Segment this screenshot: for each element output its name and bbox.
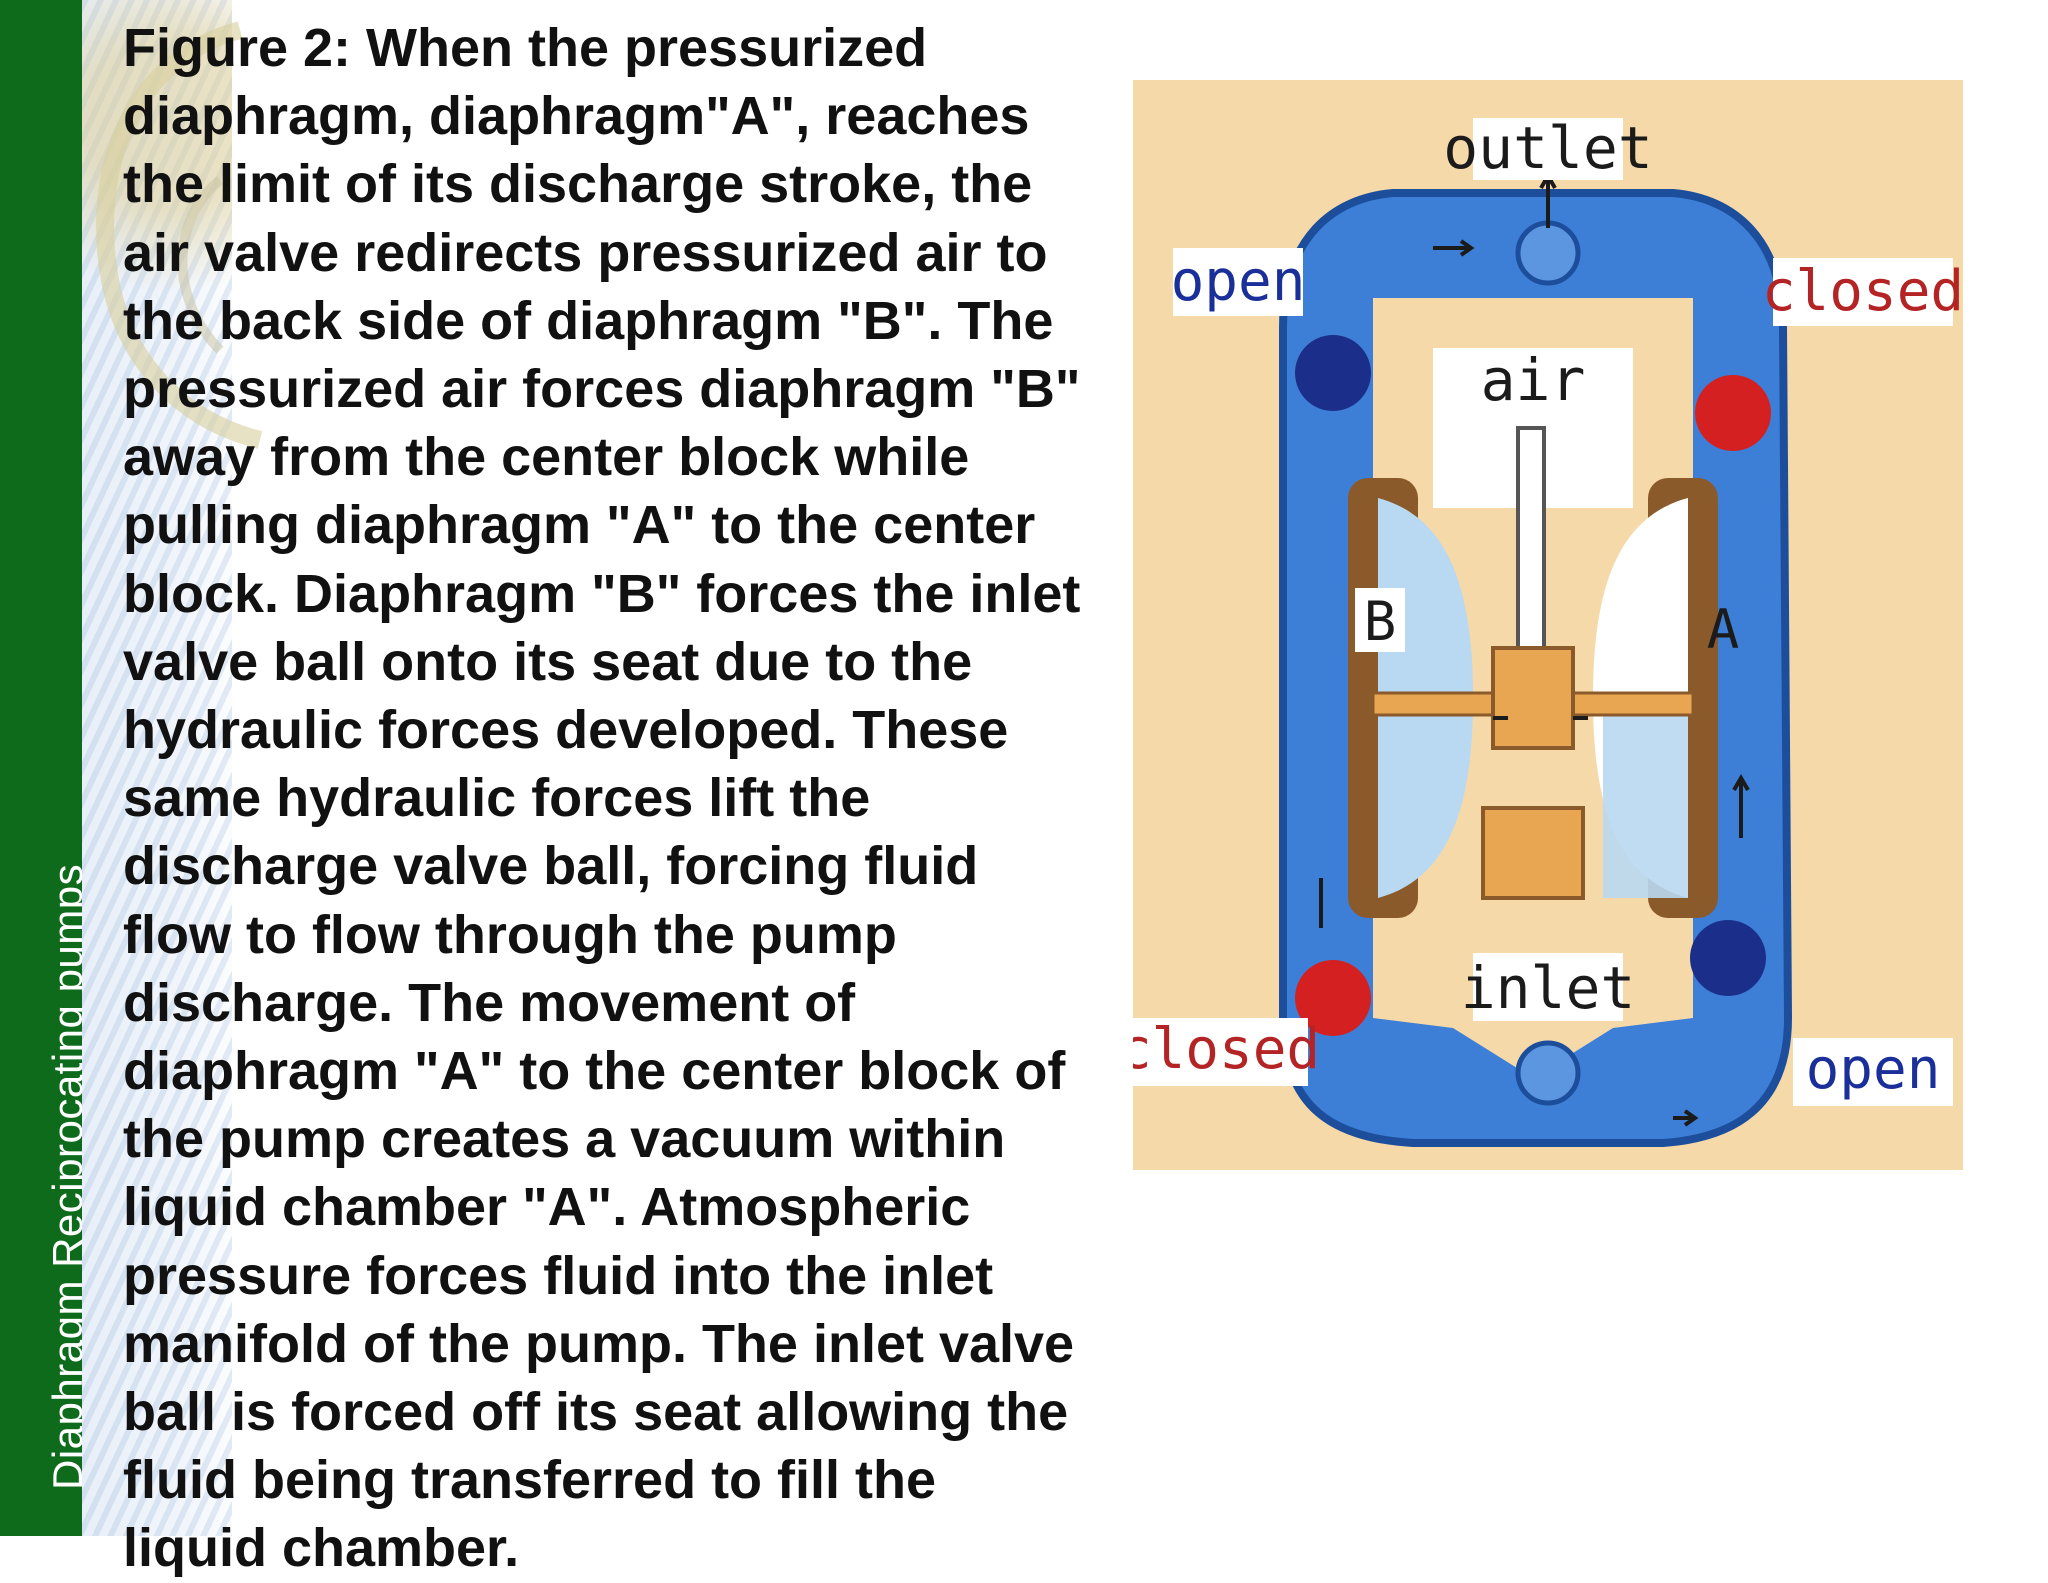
center-block-lower <box>1481 806 1585 900</box>
open-top-label: open <box>1171 249 1306 314</box>
decorative-swoosh <box>96 21 263 449</box>
air-label: air <box>1481 346 1586 414</box>
diaphragm-pump-diagram: outlet air inlet open closed closed open… <box>1133 80 1963 1170</box>
open-bottom-label: open <box>1806 1037 1941 1102</box>
inlet-label-bg <box>1473 953 1623 1021</box>
center-block-upper <box>1491 646 1575 750</box>
outlet-port <box>1515 220 1581 286</box>
side-bar <box>0 0 82 1536</box>
chamber-b-label: B <box>1364 590 1397 653</box>
closed-bottom-label-bg <box>1133 1018 1308 1086</box>
chamber-b-label-bg <box>1355 588 1405 652</box>
open-top-label-bg <box>1173 248 1303 316</box>
open-bottom-label-bg <box>1793 1038 1953 1106</box>
figure-description: Figure 2: When the pressurized diaphragm… <box>123 18 1081 1579</box>
outlet-label: outlet <box>1443 114 1653 182</box>
inlet-label: inlet <box>1461 954 1636 1022</box>
ball-bottom-left-closed <box>1295 960 1371 1036</box>
inlet-port <box>1515 1040 1581 1106</box>
air-label-bg <box>1488 348 1578 418</box>
closed-top-label-bg <box>1773 258 1953 326</box>
closed-bottom-label: closed <box>1133 1017 1320 1082</box>
chamber-a-label: A <box>1707 598 1740 661</box>
ball-bottom-right-open <box>1690 920 1766 996</box>
flow-arrows <box>1319 172 1750 1127</box>
outlet-label-bg <box>1473 118 1623 180</box>
ball-top-right-closed <box>1695 375 1771 451</box>
ball-top-left-open <box>1295 335 1371 411</box>
closed-top-label: closed <box>1762 259 1963 324</box>
